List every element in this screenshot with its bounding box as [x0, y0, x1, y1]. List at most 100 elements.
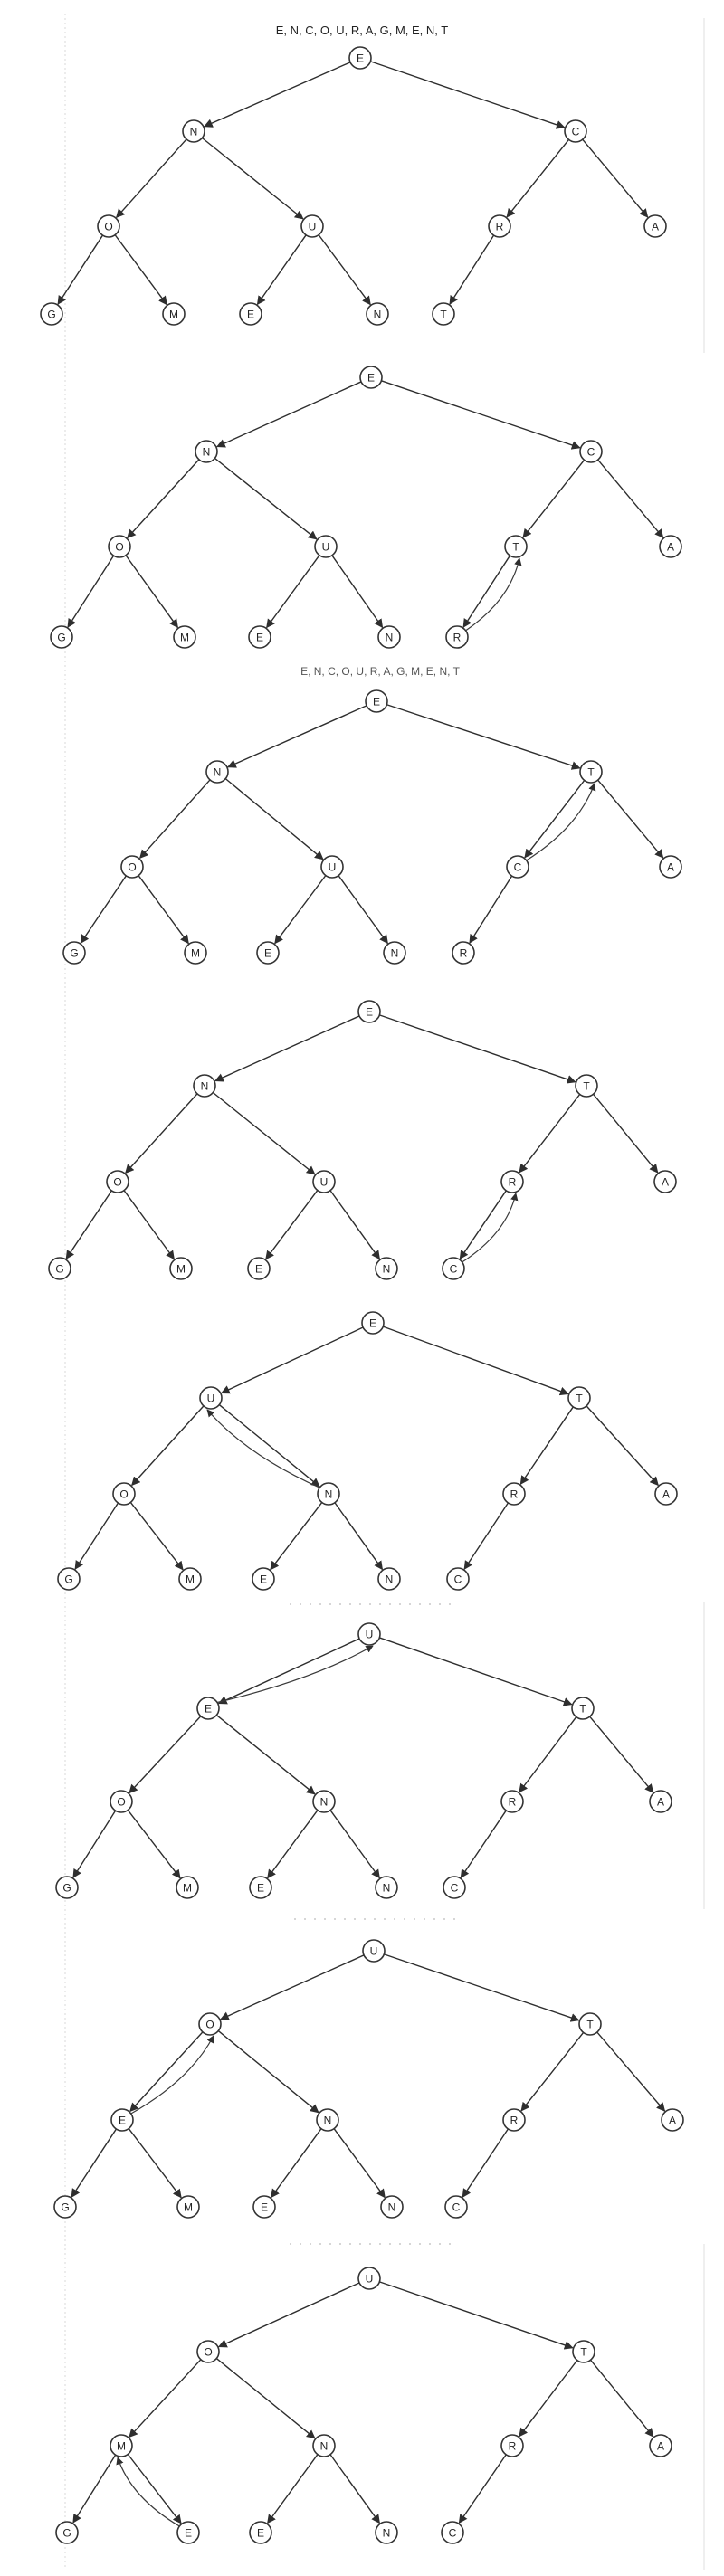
node-circle [312, 2434, 336, 2457]
node-label: O [115, 541, 123, 554]
tree-2-node-9: M [173, 625, 196, 649]
node-label: U [207, 1393, 215, 1405]
tree-7-node-7: A [661, 2108, 684, 2132]
tree-5-node-8: G [57, 1567, 81, 1591]
tree-1-node-5: U [300, 214, 324, 238]
node-label: C [449, 2527, 457, 2540]
node-circle [506, 855, 529, 879]
tree-2-node-6: T [504, 535, 528, 558]
node-label: A [662, 1488, 670, 1501]
node-label: U [322, 541, 330, 554]
node-circle [106, 1170, 129, 1193]
node-label: M [117, 2440, 126, 2453]
node-label: M [176, 1263, 186, 1276]
node-label: A [657, 1796, 664, 1809]
node-label: O [119, 1488, 128, 1501]
node-circle [571, 1697, 595, 1720]
node-label: R [453, 632, 462, 644]
node-label: N [388, 2201, 396, 2214]
tree-6-edge-9 [267, 1810, 319, 1879]
node-circle [248, 625, 272, 649]
node-circle [564, 119, 587, 143]
tree-7-node-5: N [316, 2108, 339, 2132]
node-label: A [669, 2115, 676, 2127]
tree-3-node-2: N [205, 760, 229, 784]
node-label: G [55, 1263, 63, 1276]
tree-7-node-12: C [444, 2195, 468, 2219]
tree-1-node-1: E [348, 46, 372, 70]
node-label: M [180, 632, 189, 644]
tree-3-swap-arrow [524, 783, 596, 862]
tree-2-node-3: C [579, 440, 603, 463]
node-circle [173, 625, 196, 649]
node-label: E [260, 1573, 267, 1586]
tree-4-node-2: N [193, 1074, 216, 1098]
tree-2-node-7: A [659, 535, 682, 558]
node-label: R [509, 1176, 517, 1189]
node-label: M [169, 309, 178, 321]
node-label: U [366, 1629, 374, 1641]
tree-5-node-11: N [377, 1567, 401, 1591]
node-circle [314, 535, 338, 558]
node-label: C [451, 1882, 459, 1895]
node-label: E [373, 696, 380, 708]
tree-4-edge-8 [123, 1190, 175, 1260]
node-label: A [667, 861, 674, 874]
tree-2-edge-6 [597, 459, 664, 538]
tree-4-edge-6 [593, 1093, 659, 1174]
node-label: O [117, 1796, 125, 1809]
node-label: N [320, 1796, 329, 1809]
tree-1-edge-7 [57, 234, 104, 305]
tree-6-edge-3 [129, 1716, 202, 1794]
node-label: C [514, 861, 522, 874]
node-label: G [61, 2201, 69, 2214]
tree-1-edge-8 [114, 234, 167, 306]
node-label: T [576, 1393, 583, 1405]
tree-5-edge-9 [270, 1502, 323, 1571]
tree-6-edge-4 [215, 1714, 316, 1795]
tree-7-edge-2 [384, 1953, 580, 2022]
node-label: O [204, 2346, 212, 2359]
node-label: G [47, 309, 55, 321]
node-label: E [256, 632, 263, 644]
node-circle [654, 1482, 678, 1506]
node-circle [572, 2340, 595, 2363]
tree-3-node-12: R [452, 941, 475, 965]
node-circle [300, 214, 324, 238]
node-label: R [509, 1796, 517, 1809]
tree-8-edge-2 [379, 2281, 574, 2350]
node-circle [316, 2108, 339, 2132]
tree-1-node-6: R [488, 214, 511, 238]
node-circle [50, 625, 73, 649]
tree-2-node-10: E [248, 625, 272, 649]
node-label: N [374, 309, 382, 321]
node-label: N [386, 1573, 394, 1586]
node-label: M [183, 1882, 192, 1895]
node-label: N [203, 446, 211, 459]
tree-7-edge-6 [596, 2031, 666, 2112]
node-label: E [255, 1263, 262, 1276]
tree-4-edge-7 [65, 1190, 112, 1259]
tree-7-node-11: N [380, 2195, 404, 2219]
node-circle [110, 2434, 133, 2457]
node-circle [444, 2195, 468, 2219]
tree-7-node-10: E [252, 2195, 276, 2219]
tree-8-edge-10 [329, 2454, 380, 2524]
node-circle [500, 1170, 524, 1193]
tree-2-node-4: O [108, 535, 131, 558]
node-label: N [386, 632, 394, 644]
node-label: N [325, 1488, 333, 1501]
tree-7-node-3: T [578, 2012, 602, 2036]
tree-1-node-10: E [239, 302, 262, 326]
node-circle [441, 2521, 464, 2544]
tree-6-node-3: T [571, 1697, 595, 1720]
tree-2-edge-5 [522, 459, 586, 538]
node-circle [579, 760, 603, 784]
tree-8-node-11: N [375, 2521, 398, 2544]
tree-7-node-9: M [176, 2195, 200, 2219]
node-label: R [510, 1488, 519, 1501]
node-circle [249, 2521, 272, 2544]
tree-2-edge-10 [331, 555, 384, 629]
